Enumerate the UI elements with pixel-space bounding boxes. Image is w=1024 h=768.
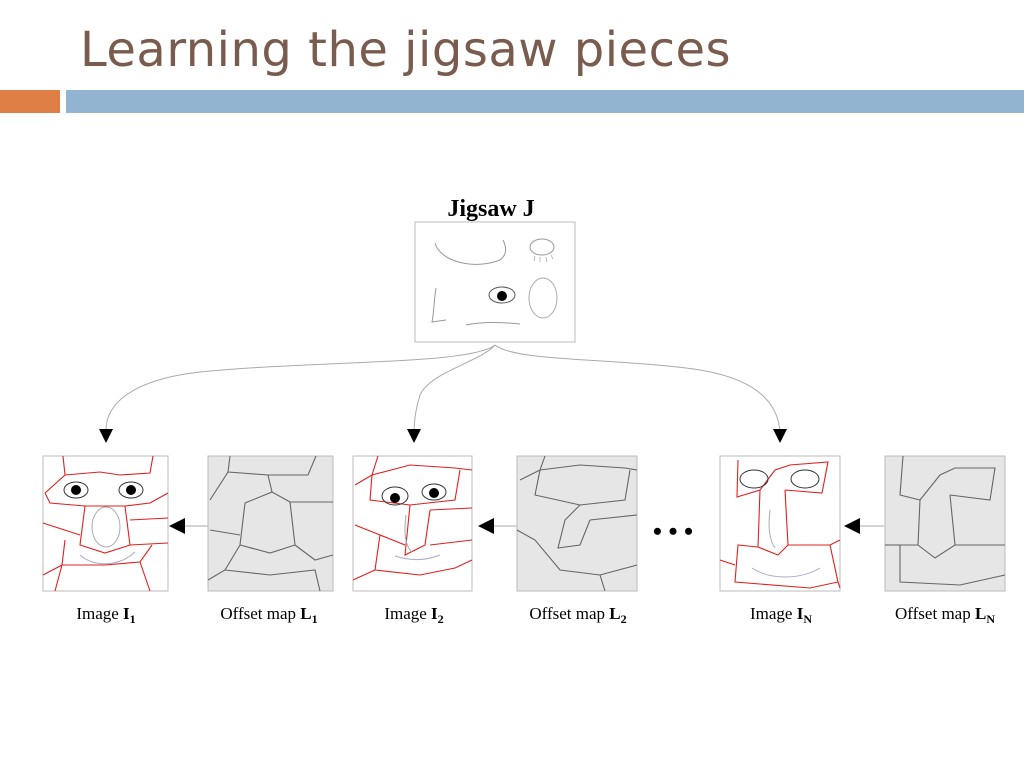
arrowhead-down-3: [773, 429, 787, 443]
title-accent-bar-blue: [66, 90, 1024, 113]
connector-arrows: [105, 344, 781, 433]
title-accent-bar-orange: [0, 90, 60, 113]
offset-map-panel-n: [884, 455, 1006, 592]
arrowhead-down-2: [407, 429, 421, 443]
image-panel-n: [719, 455, 841, 592]
image-panel-2: [352, 455, 473, 592]
caption-image-n: Image IN: [750, 604, 812, 626]
caption-image-1: Image I1: [76, 604, 135, 626]
caption-image-2: Image I2: [384, 604, 443, 626]
offset-map-panel-1: [207, 455, 334, 592]
caption-offset-map-n: Offset map LN: [895, 604, 995, 626]
arrowhead-left-2: [478, 518, 494, 534]
caption-offset-map-1: Offset map L1: [220, 604, 317, 626]
arrowhead-down-1: [99, 429, 113, 443]
image-panel-1: [42, 455, 169, 592]
arrowhead-left-3: [844, 518, 860, 534]
jigsaw-panel: [414, 221, 576, 343]
caption-offset-map-2: Offset map L2: [529, 604, 626, 626]
offset-map-panel-2: [516, 455, 638, 592]
arrowhead-left-1: [169, 518, 185, 534]
ellipsis-dots: • • •: [653, 517, 693, 546]
jigsaw-title: Jigsaw J: [447, 196, 534, 222]
slide-title: Learning the jigsaw pieces: [80, 22, 732, 78]
